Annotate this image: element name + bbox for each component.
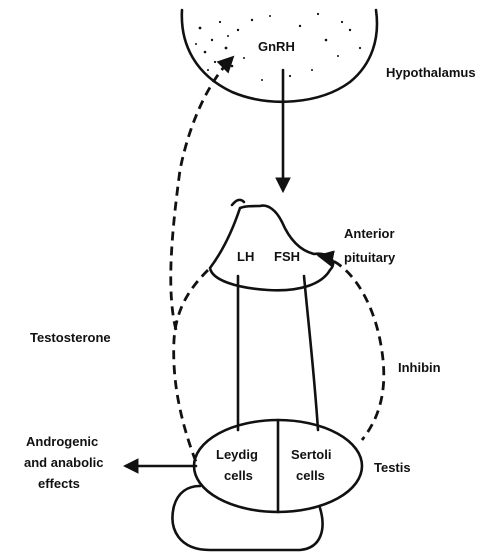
anterior-pituitary-outline: [210, 206, 333, 291]
testosterone-to-hypothalamus-dashed: [171, 58, 232, 330]
gnrh-label: GnRH: [258, 39, 295, 54]
testis-label: Testis: [374, 460, 411, 475]
sertoli-label-2: cells: [296, 468, 325, 483]
testis-feedback-loop: [173, 486, 323, 550]
fsh-label: FSH: [274, 249, 300, 264]
anterior-pituitary-label-2: pituitary: [344, 250, 396, 265]
testosterone-label: Testosterone: [30, 330, 111, 345]
inhibin-label: Inhibin: [398, 360, 441, 375]
lh-label: LH: [237, 249, 254, 264]
androgenic-label-1: Androgenic: [26, 434, 98, 449]
leydig-label-2: cells: [224, 468, 253, 483]
anterior-pituitary-label-1: Anterior: [344, 226, 395, 241]
androgenic-label-3: effects: [38, 476, 80, 491]
inhibin-feedback-dashed: [320, 256, 384, 440]
leydig-label-1: Leydig: [216, 447, 258, 462]
hypothalamus-outline: [182, 10, 377, 102]
pituitary-tip: [232, 200, 244, 205]
hypothalamus-label: Hypothalamus: [386, 65, 476, 80]
testosterone-feedback-dashed: [174, 270, 208, 462]
sertoli-label-1: Sertoli: [291, 447, 331, 462]
androgenic-label-2: and anabolic: [24, 455, 103, 470]
fsh-to-sertoli-line: [304, 276, 318, 430]
